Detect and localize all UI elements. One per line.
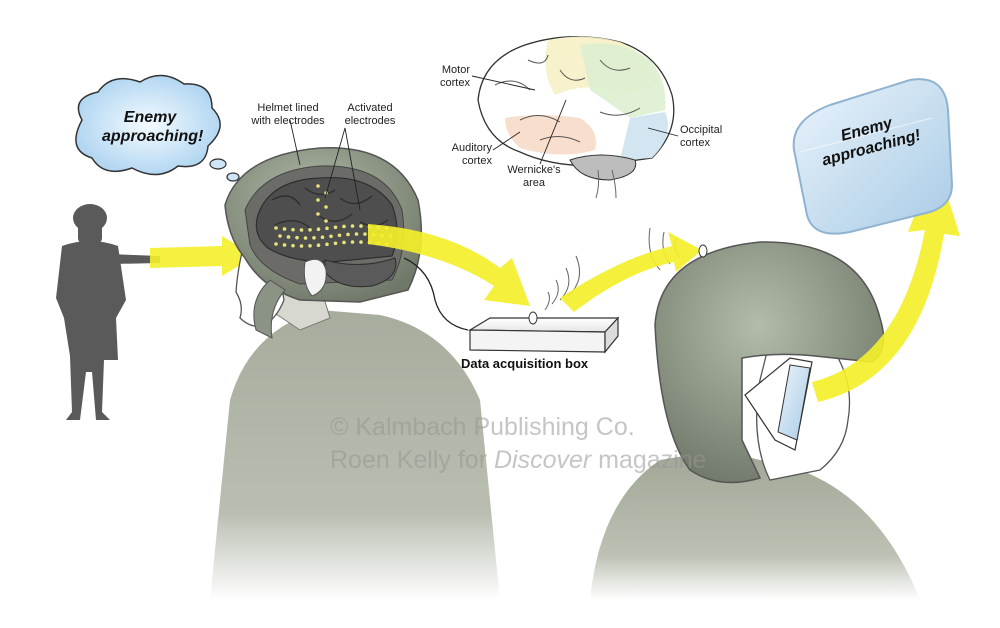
label-activated-electrodes: Activated electrodes [330,102,410,128]
label-wernickes-line1: Wernicke's [507,164,561,176]
cable [403,257,469,331]
electrode-dot [286,235,291,239]
label-wernickes-line2: area [522,177,546,189]
label-occipital-line1: Occipital [680,124,723,136]
label-occipital-cortex: Occipital cortex [680,124,750,150]
electrode-dot [274,242,278,246]
electrode-dot [333,225,338,230]
label-activated-line2: electrodes [344,115,396,127]
watermark-italic: Discover [493,446,592,474]
right-display [792,78,954,235]
electrode-dot [299,244,304,248]
electrode-dot [359,224,363,228]
label-auditory-cortex: Auditory cortex [430,142,492,168]
thought-bubble-line2: approaching! [102,128,204,145]
watermark-suffix: magazine [591,446,707,474]
watermark-prefix: Roen Kelly for [330,446,494,474]
label-activated-line1: Activated [347,102,393,114]
arrow-to-display [812,160,960,402]
left-ear [303,258,327,297]
electrode-dot [324,205,328,209]
electrode-dot [282,227,287,231]
left-person-body [210,310,500,600]
electrode-dot [316,227,321,231]
electrode-dot [325,242,329,247]
upper-brain [477,36,675,199]
watermark-line1: © Kalmbach Publishing Co. [330,413,635,441]
hud-visor [744,357,813,451]
label-helmet-lined: Helmet lined with electrodes [238,102,338,128]
label-wernickes-area: Wernicke's area [497,164,571,190]
electrode-dot [350,224,355,228]
label-helmet-lined-line2: with electrodes [251,115,325,127]
electrode-dot [278,234,282,238]
thought-bubble-text: Enemy approaching! [102,108,204,146]
electrode-dot [325,226,329,231]
electrode-dot [342,224,346,229]
electrode-dot [354,232,359,236]
arrow-to-head [150,236,255,276]
electrode-dot [316,243,321,247]
electrode-dot [363,232,367,236]
label-motor-line2: cortex [440,77,470,89]
arrow-to-right-helmet [560,232,702,312]
thought-bubble-left [75,74,240,182]
watermark-line2: Roen Kelly for Discover magazine [330,445,707,475]
label-occipital-line2: cortex [680,137,710,149]
electrode-dot [291,227,295,232]
electrode-dot [359,240,363,244]
electrode-dot [308,228,312,232]
thought-bubble-line1: Enemy [123,109,177,126]
electrode-dot [282,243,287,247]
data-acquisition-box [467,311,620,354]
label-auditory-line1: Auditory [451,142,492,154]
electrode-dot [324,219,328,223]
label-motor-line1: Motor [441,64,470,76]
electrode-dot [316,212,320,216]
soldier-silhouette [56,204,160,420]
right-person-body [590,450,920,600]
electrode-dot [346,232,350,237]
electrode-dot [274,226,278,230]
electrode-dot [316,198,320,202]
label-helmet-lined-line1: Helmet lined [257,102,319,114]
electrode-dot [316,184,320,188]
electrode-dot [295,235,299,240]
electrode-dot [342,240,346,245]
electrode-dot [337,233,342,238]
electrode-dot [329,234,333,239]
electrode-dot [303,236,308,240]
arrow-to-box [368,224,530,306]
electrode-dot [291,243,295,248]
electrode-dot [312,236,316,240]
electrode-dot [333,241,338,246]
electrode-dot [299,228,304,232]
electrode-dot [308,244,312,248]
brain-leader-lines [289,75,679,211]
electrode-dot [350,240,355,244]
data-box-label: Data acquisition box [461,356,589,371]
electrode-dot [320,235,325,239]
label-motor-cortex: Motor cortex [420,64,470,90]
label-auditory-line2: cortex [462,155,492,167]
